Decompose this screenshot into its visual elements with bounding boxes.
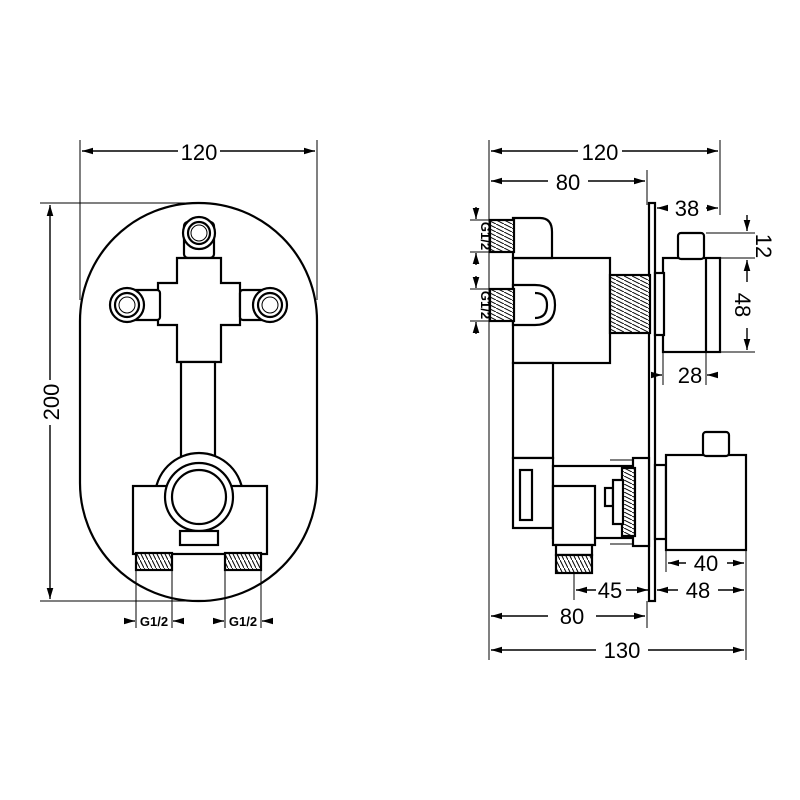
side-lower-knob-depth-dimension: 48 (686, 578, 710, 603)
side-knob-height-dimension: 48 (730, 293, 755, 317)
thread-label-left: G1/2 (140, 614, 168, 629)
front-view: 120 200 (39, 140, 319, 629)
side-cover-plate (647, 201, 657, 603)
thread-label-right: G1/2 (229, 614, 257, 629)
side-knob-depth-dimension: 38 (675, 196, 699, 221)
side-knob-diameter-dimension: 28 (678, 363, 702, 388)
side-outlet-dimension: 45 (598, 578, 622, 603)
side-knob-offset-dimension: 12 (751, 234, 776, 258)
side-thread-label-top: G1/2 (478, 222, 493, 250)
front-height-dimension: 200 (39, 384, 64, 421)
side-width-dimension: 120 (582, 140, 619, 165)
front-width-dimension: 120 (181, 140, 218, 165)
side-view: 120 80 38 12 48 28 (470, 140, 776, 663)
side-overall-depth-dimension: 130 (604, 638, 641, 663)
side-body-depth-dimension: 80 (556, 170, 580, 195)
side-bottom-depth-dimension: 80 (560, 604, 584, 629)
side-thread-label-mid: G1/2 (478, 291, 493, 319)
side-lower-knob-dimension: 40 (694, 551, 718, 576)
